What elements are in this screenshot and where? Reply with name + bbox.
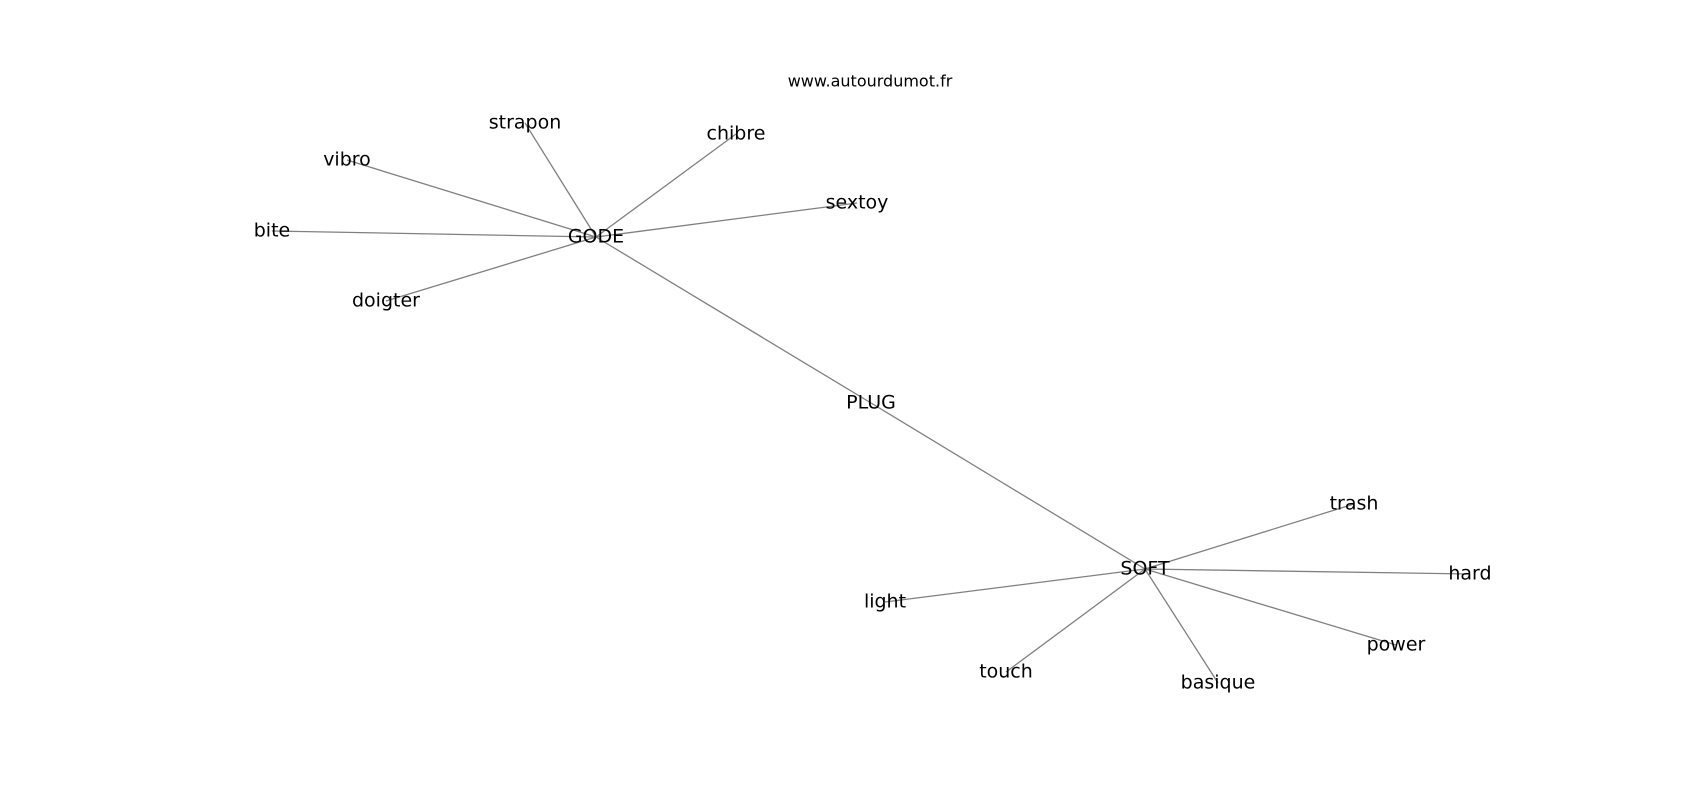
node-label-vibro: vibro xyxy=(323,149,371,171)
edge-gode-chibre xyxy=(595,133,737,238)
node-label-gode: GODE xyxy=(568,226,624,248)
node-label-sextoy: sextoy xyxy=(826,192,889,214)
edge-gode-plug xyxy=(595,236,872,404)
node-label-bite: bite xyxy=(254,220,290,242)
edge-soft-touch xyxy=(1005,568,1146,673)
node-label-power: power xyxy=(1367,634,1426,656)
edge-plug-soft xyxy=(870,402,1146,570)
edge-gode-doigter xyxy=(385,236,597,302)
edge-soft-trash xyxy=(1144,503,1355,570)
edge-gode-bite xyxy=(271,230,597,238)
node-label-plug: PLUG xyxy=(846,392,896,414)
edge-soft-hard xyxy=(1144,568,1471,575)
edge-gode-strapon xyxy=(524,122,597,238)
edge-soft-light xyxy=(884,568,1146,603)
node-label-hard: hard xyxy=(1448,563,1491,585)
node-label-soft: SOFT xyxy=(1120,558,1170,580)
edge-gode-sextoy xyxy=(595,202,858,238)
edge-gode-vibro xyxy=(346,159,597,238)
edge-soft-basique xyxy=(1144,568,1219,684)
watermark: www.autourdumot.fr xyxy=(788,72,953,91)
edges-layer xyxy=(271,122,1471,684)
node-label-light: light xyxy=(864,591,906,613)
node-label-basique: basique xyxy=(1181,672,1256,694)
node-label-trash: trash xyxy=(1330,493,1379,515)
node-label-doigter: doigter xyxy=(352,290,420,312)
node-label-chibre: chibre xyxy=(707,123,766,145)
node-label-strapon: strapon xyxy=(489,112,562,134)
nodes-layer: PLUG GODE SOFT strapon chibre vibro sextoy bite… xyxy=(254,112,1492,694)
edge-soft-power xyxy=(1144,568,1397,646)
node-label-touch: touch xyxy=(979,661,1033,683)
